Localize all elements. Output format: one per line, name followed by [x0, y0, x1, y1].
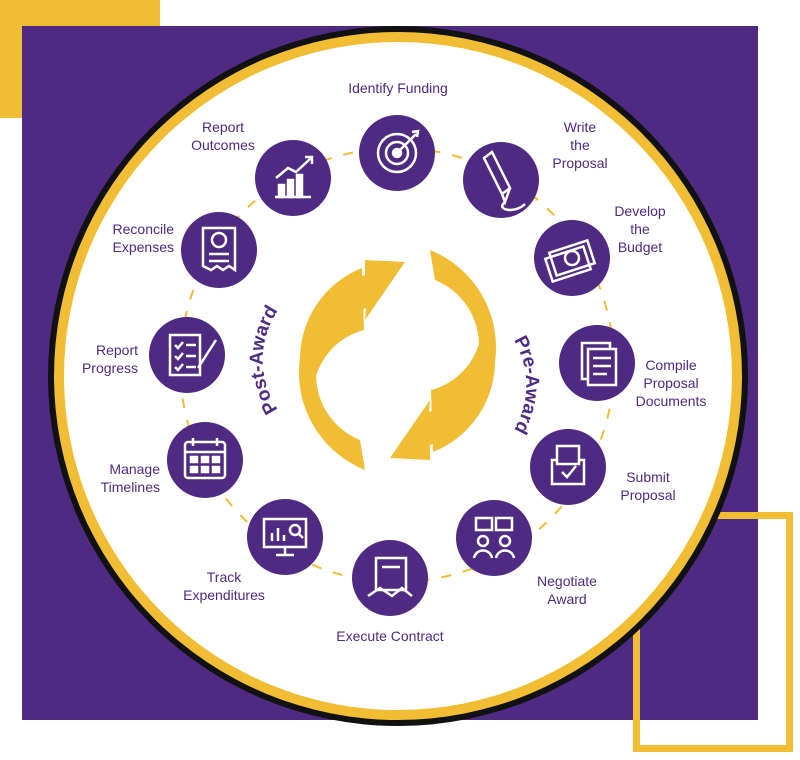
label-execute-contract: Execute Contract [336, 628, 444, 644]
post-award-label: Post-Award [247, 302, 283, 418]
documents-icon [580, 341, 618, 387]
ballot-box-icon [550, 444, 586, 486]
step-execute-contract [352, 540, 428, 616]
label-identify-funding: Identify Funding [348, 80, 448, 96]
label-negotiate-award: Negotiate Award [537, 573, 597, 607]
pen-icon [482, 150, 526, 212]
step-develop-budget [534, 220, 610, 296]
step-reconcile-expenses [181, 212, 257, 288]
target-icon [376, 129, 420, 174]
post-award-arrow [298, 260, 405, 470]
step-report-outcomes [255, 140, 331, 216]
receipt-icon [201, 226, 237, 273]
step-track-expenditures [247, 499, 323, 575]
step-negotiate-award [456, 500, 532, 576]
label-reconcile-expenses: Reconcile Expenses [112, 221, 174, 255]
label-write-proposal: Write the Proposal [552, 119, 608, 171]
label-report-outcomes: Report Outcomes [191, 119, 255, 153]
label-report-progress: Report Progress [81, 342, 138, 376]
step-manage-timelines [167, 422, 243, 498]
label-submit-proposal: Submit Proposal [620, 469, 676, 503]
pre-award-label: Pre-Award [509, 333, 542, 438]
growth-chart-icon [275, 155, 314, 199]
monitor-chart-icon [262, 517, 308, 557]
label-compile-documents: Compile Proposal Documents [635, 357, 707, 409]
pre-award-arrow [390, 250, 497, 460]
checklist-icon [168, 333, 218, 377]
step-compile-documents [559, 325, 635, 401]
step-connectors [179, 147, 615, 583]
step-write-proposal [463, 142, 539, 218]
label-develop-budget: Develop the Budget [614, 203, 666, 255]
step-report-progress [149, 317, 225, 393]
handshake-contract-icon [367, 556, 413, 598]
money-icon [543, 238, 597, 284]
step-submit-proposal [530, 429, 606, 505]
label-manage-timelines: Manage Timelines [100, 461, 160, 495]
step-identify-funding [359, 115, 435, 191]
calendar-icon [183, 438, 227, 480]
negotiation-icon [472, 516, 516, 559]
label-track-expenditures: Track Expenditures [183, 569, 265, 603]
